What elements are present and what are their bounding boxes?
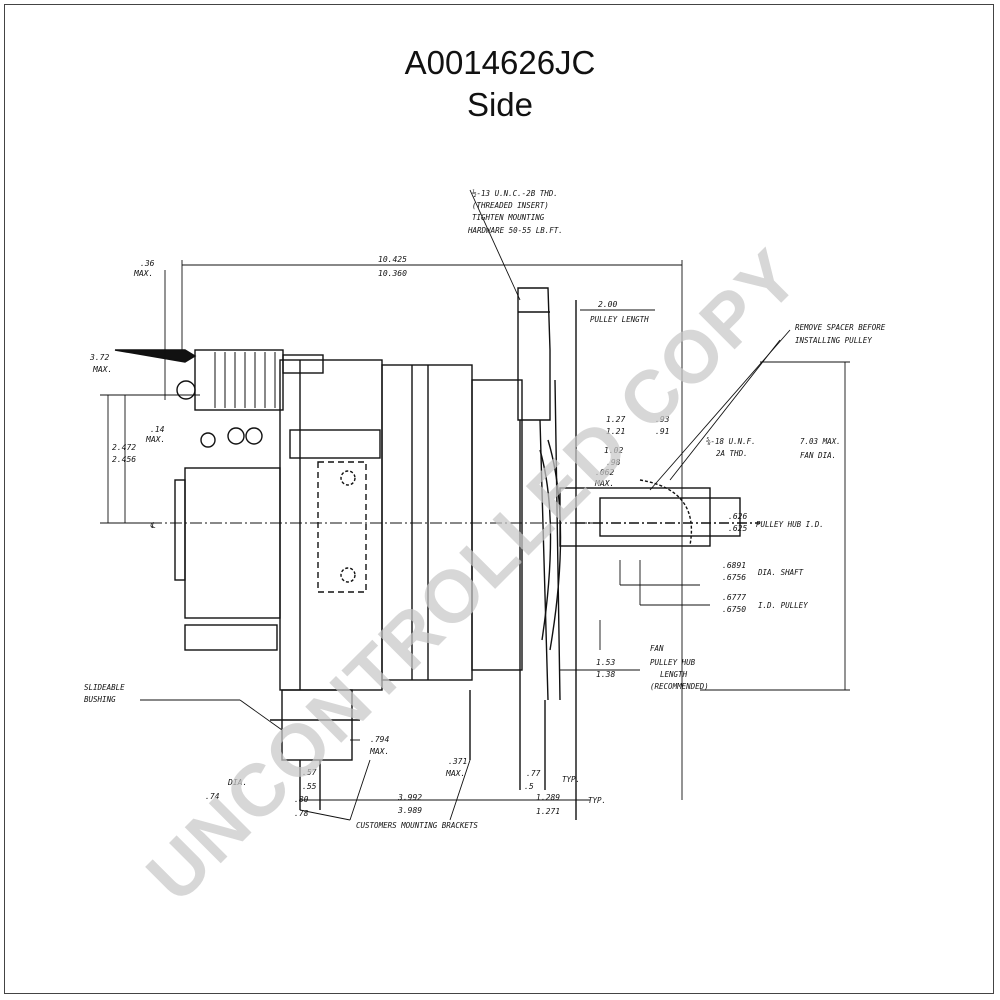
pulley-hub-length-line-1: PULLEY HUB [650, 658, 696, 667]
thread-note-line-3: TIGHTEN MOUNTING [472, 213, 545, 222]
dim-127: 1.27 [606, 415, 625, 424]
dim-14: .14 [150, 425, 165, 434]
view-label: Side [466, 86, 534, 123]
dim-6891: .6891 [722, 561, 746, 570]
front-housing [471, 379, 523, 671]
dim-102: 1.02 [604, 446, 623, 455]
dim-062: .062 [595, 468, 614, 477]
shaft-thread-line-1: ⅝-18 U.N.F. [706, 437, 756, 446]
dim-794-max: MAX. [369, 747, 389, 756]
dim-3992: 3.992 [397, 793, 422, 802]
dim-98: .98 [606, 458, 621, 467]
dim-062-max: MAX. [594, 479, 614, 488]
dim-2472: 2.472 [112, 443, 136, 452]
drawing-title: A0014626JC [404, 44, 596, 81]
dim-6756: .6756 [722, 573, 746, 582]
overall-length-max: 10.425 [378, 255, 407, 264]
slideable-bushing-line-2: BUSHING [84, 695, 116, 704]
dim-2456: 2.456 [112, 455, 136, 464]
pulley-hub-id-label: PULLEY HUB I.D. [756, 520, 824, 529]
slideable-bushing-line-1: SLIDEABLE [84, 683, 125, 692]
overall-length-min: 10.360 [378, 269, 407, 278]
dim-14-max: MAX. [145, 435, 165, 444]
dim-371-max: MAX. [445, 769, 465, 778]
page-frame [4, 4, 994, 994]
id-pulley-label: I.D. PULLEY [758, 601, 808, 610]
dim-626: .626 [728, 512, 747, 521]
dim-dia: DIA. [227, 778, 247, 787]
centerline-mark: ℄ [150, 521, 156, 530]
dim-625: .625 [728, 524, 747, 533]
pulley-length-label: PULLEY LENGTH [590, 315, 649, 324]
dim-1271: 1.271 [536, 807, 560, 816]
spacer-note-line-2: INSTALLING PULLEY [795, 336, 872, 345]
pulley-hub [559, 487, 711, 547]
dim-55: .55 [302, 782, 317, 791]
dim-78: .78 [294, 809, 309, 818]
dim-372: 3.72 [89, 353, 109, 362]
terminal-nut [200, 432, 216, 448]
thread-note-line-2: (THREADED INSERT) [472, 201, 549, 210]
dim-6750: .6750 [722, 605, 746, 614]
fan-flange [519, 379, 561, 701]
uncontrolled-copy-watermark: UNCONTROLLED COPY [131, 233, 815, 917]
dim-57: .57 [302, 768, 317, 777]
regulator-box [194, 349, 284, 411]
thread-note-line-1: ½-13 U.N.C.-2B THD. [472, 189, 558, 198]
mounting-ear-top [517, 287, 551, 421]
dim-74: .74 [205, 792, 220, 801]
shaft-thread-line-2: 2A THD. [716, 449, 748, 458]
slideable-bushing [281, 689, 353, 761]
dim-153: 1.53 [596, 658, 615, 667]
fan-label: FAN [650, 644, 664, 653]
mounting-pad [317, 461, 367, 593]
thread-note-line-4: HARDWARE 50-55 LB.FT. [467, 226, 563, 235]
shaft [599, 497, 741, 537]
dim-6777: .6777 [722, 593, 746, 602]
typ-label-2: TYP. [588, 796, 606, 805]
dim-93: .93 [655, 415, 670, 424]
dim-77: .77 [526, 769, 541, 778]
dim-36-max: MAX. [133, 269, 153, 278]
terminal-block [289, 429, 381, 459]
dim-121: 1.21 [606, 427, 625, 436]
dim-794: .794 [370, 735, 389, 744]
dim-3989: 3.989 [397, 806, 422, 815]
typ-label-1: TYP. [562, 775, 580, 784]
dim-5: .5 [524, 782, 534, 791]
dim-36: .36 [140, 259, 155, 268]
dim-1289: 1.289 [536, 793, 560, 802]
fan-dia-line-1: 7.03 MAX. [800, 437, 841, 446]
pulley-hub-length-line-2: LENGTH [660, 670, 688, 679]
terminal-lead [114, 349, 197, 363]
dim-91: .91 [655, 427, 669, 436]
customer-brackets-label: CUSTOMERS MOUNTING BRACKETS [356, 821, 478, 830]
dim-80: .80 [294, 795, 309, 804]
dim-371: .371 [448, 757, 467, 766]
rectifier-block [184, 467, 281, 619]
pulley-hub-length-line-3: (RECOMMENDED) [650, 682, 709, 691]
dim-372-max: MAX. [92, 365, 112, 374]
dim-200: 2.00 [598, 300, 617, 309]
output-stud [176, 380, 196, 400]
spacer-note-line-1: REMOVE SPACER BEFORE [795, 323, 886, 332]
dia-shaft-label: DIA. SHAFT [757, 568, 804, 577]
fan-dia-line-2: FAN DIA. [800, 451, 836, 460]
dim-138: 1.38 [596, 670, 615, 679]
